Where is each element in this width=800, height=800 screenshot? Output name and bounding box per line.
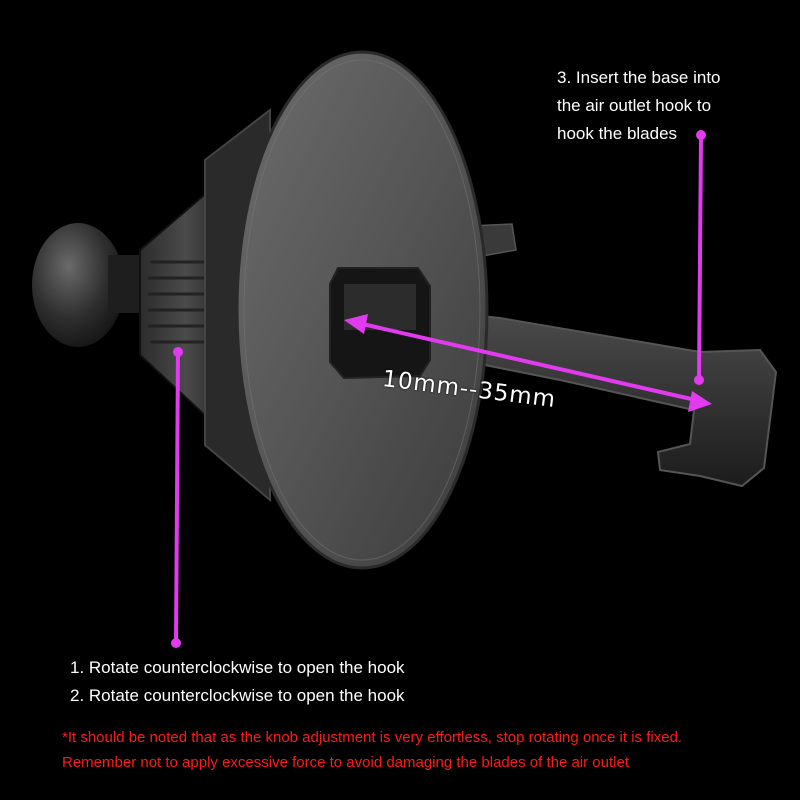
annotation-dots — [171, 130, 706, 648]
step3-line3: hook the blades — [557, 124, 678, 143]
ball-joint — [32, 223, 124, 347]
step2-caption: 2. Rotate counterclockwise to open the h… — [70, 686, 405, 705]
step3-line2: the air outlet hook to — [557, 96, 712, 115]
range-arrow — [344, 314, 712, 412]
step1-caption: 1. Rotate counterclockwise to open the h… — [70, 658, 405, 677]
warning-note-line2: Remember not to apply excessive force to… — [62, 754, 629, 771]
annotation-lines — [174, 133, 703, 645]
warning-note-line1: *It should be noted that as the knob adj… — [62, 729, 683, 746]
step3-pointer — [697, 133, 703, 382]
step3-line1: 3. Insert the base into — [557, 68, 721, 87]
step1-pointer — [174, 350, 180, 645]
knob-ribs — [148, 260, 212, 344]
step3-caption: 3. Insert the base into the air outlet h… — [557, 64, 787, 148]
